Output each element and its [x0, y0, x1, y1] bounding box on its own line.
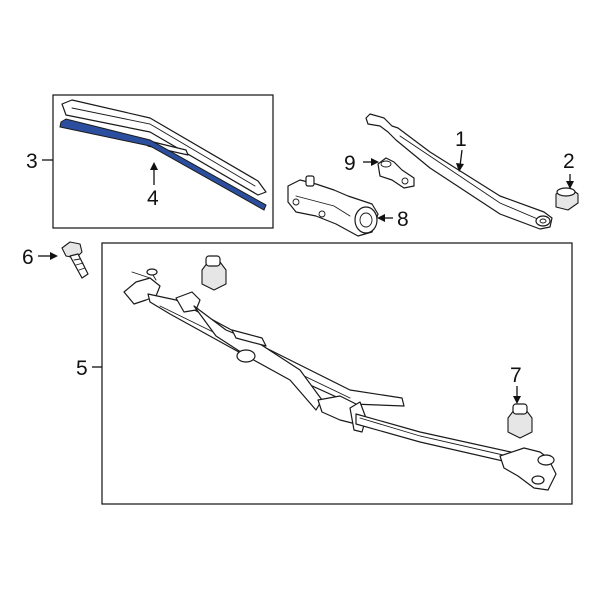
callout-4: 4 [147, 187, 159, 210]
callout-9: 9 [344, 152, 356, 175]
callout-5: 5 [76, 357, 88, 380]
callout-7: 7 [510, 364, 522, 387]
bolt-part[interactable] [61, 241, 89, 279]
grommet-part[interactable] [507, 403, 533, 439]
pivot-grommet [201, 255, 227, 291]
callout-6: 6 [22, 246, 34, 269]
wiper-motor-part[interactable] [287, 175, 379, 237]
callout-8: 8 [397, 208, 409, 231]
bracket-part[interactable] [377, 157, 415, 189]
callout-2: 2 [563, 150, 575, 173]
leader-lines [38, 149, 574, 404]
wiper-blade-group-frame [52, 94, 274, 229]
arm-cap-part[interactable] [555, 187, 579, 211]
wiper-linkage-part[interactable] [123, 268, 557, 491]
callout-3: 3 [26, 150, 38, 173]
callout-1: 1 [455, 128, 467, 151]
blade-insert-part[interactable] [59, 118, 267, 211]
linkage-group-frame [101, 242, 573, 505]
